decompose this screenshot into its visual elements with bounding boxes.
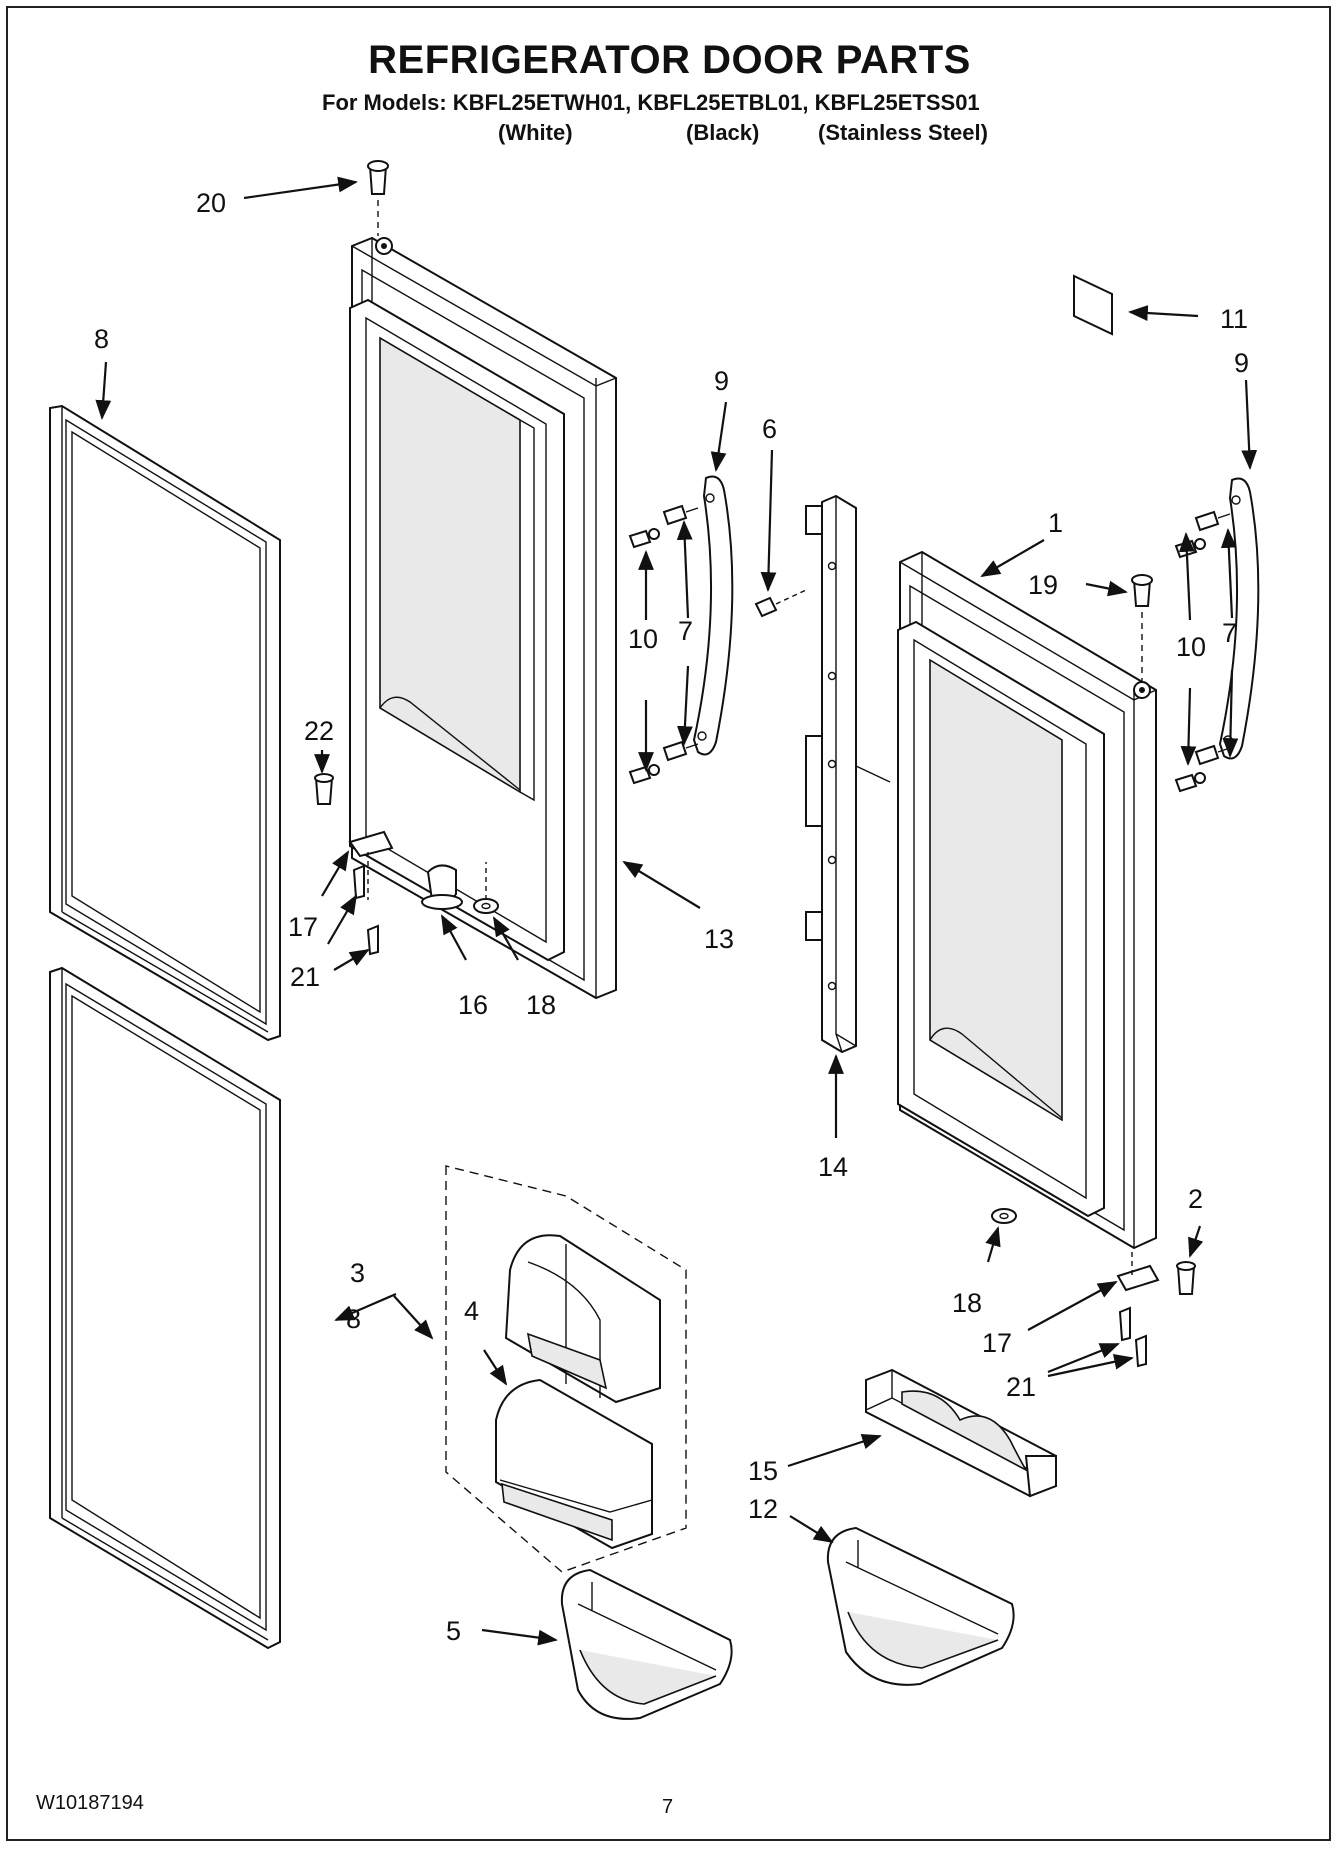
- door-bin-right: [826, 1526, 1015, 1686]
- callout-15: 15: [748, 1456, 778, 1486]
- left-door-handle: [692, 475, 734, 756]
- variant-white: (White): [498, 120, 573, 145]
- left-bottom-hinge-hardware: [314, 773, 499, 956]
- door-bin-left: [560, 1568, 733, 1720]
- callout-8-lower: 8: [346, 1304, 361, 1334]
- leader-lines: [95, 176, 1258, 1646]
- callout-17-right: 17: [982, 1328, 1012, 1358]
- document-number: W10187194: [36, 1792, 144, 1814]
- door-trim-strip: [805, 494, 891, 1054]
- callout-19: 19: [1028, 570, 1058, 600]
- callout-4: 4: [464, 1296, 479, 1326]
- diagram-title: REFRIGERATOR DOOR PARTS: [368, 38, 971, 82]
- callout-13: 13: [704, 924, 734, 954]
- callout-7-left: 7: [678, 616, 693, 646]
- callout-20: 20: [196, 188, 226, 218]
- callout-8-upper: 8: [94, 324, 109, 354]
- callout-14: 14: [818, 1152, 848, 1182]
- callout-22: 22: [304, 716, 334, 746]
- callout-6: 6: [762, 414, 777, 444]
- upper-hinge-bushing: [367, 160, 389, 236]
- dairy-compartment-assembly: [445, 1165, 687, 1573]
- callout-9-left: 9: [714, 366, 729, 396]
- right-door-assembly: [897, 550, 1157, 1250]
- callout-16: 16: [458, 990, 488, 1020]
- left-door-assembly: [349, 236, 617, 1000]
- callout-9-right: 9: [1234, 348, 1249, 378]
- handle-screws: [628, 504, 1231, 793]
- callout-2: 2: [1188, 1184, 1203, 1214]
- callout-7-right: 7: [1222, 618, 1237, 648]
- callout-11: 11: [1220, 304, 1248, 334]
- variant-black: (Black): [686, 120, 760, 145]
- callout-12: 12: [748, 1494, 778, 1524]
- bottle-retainer: [865, 1368, 1057, 1498]
- callout-17-left: 17: [288, 912, 318, 942]
- callout-5: 5: [446, 1616, 461, 1646]
- callout-18-left: 18: [526, 990, 556, 1020]
- callout-21-left: 21: [290, 962, 320, 992]
- callout-10-left: 10: [628, 624, 658, 654]
- lower-door-gasket: [49, 966, 281, 1650]
- models-line: For Models: KBFL25ETWH01, KBFL25ETBL01, …: [322, 90, 980, 115]
- callout-3: 3: [350, 1258, 365, 1288]
- variant-stainless: (Stainless Steel): [818, 120, 988, 145]
- callout-1: 1: [1048, 508, 1063, 538]
- page-border: [6, 6, 1331, 1841]
- callout-10-right: 10: [1176, 632, 1206, 662]
- upper-door-gasket: [49, 404, 281, 1042]
- rating-label: [1073, 274, 1113, 336]
- callout-21-right: 21: [1006, 1372, 1036, 1402]
- callout-18-right: 18: [952, 1288, 982, 1318]
- right-hinge-bushing: [1131, 574, 1153, 682]
- right-bottom-hinge-hardware: [991, 1208, 1196, 1368]
- page-number: 7: [662, 1796, 674, 1818]
